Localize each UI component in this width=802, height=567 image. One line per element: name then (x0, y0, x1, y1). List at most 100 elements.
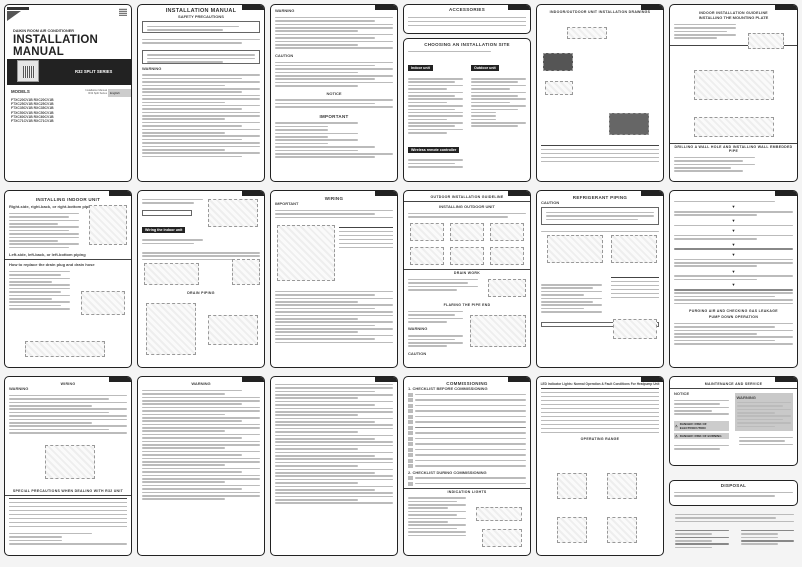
model-item: FTXC35CV1B RXC35CV1B (11, 106, 54, 111)
indoor-guideline-page: INDOOR INSTALLATION GUIDELINE INSTALLING… (669, 4, 798, 182)
outdoor-unit-diagram (609, 113, 649, 135)
outdoor-unit-label: Outdoor unit (471, 65, 499, 72)
purging-page: ▼ ▼ ▼ ▼ ▼ ▼ ▼ PURGING AIR AND CHECKING G… (669, 190, 798, 368)
installing-indoor-page: INSTALLING INDOOR UNIT Right-side, right… (4, 190, 132, 368)
checklist-item[interactable] (408, 414, 526, 419)
clearance-diagram-2 (450, 223, 484, 241)
flaring-caution: CAUTION (408, 350, 427, 356)
warning-heading: WARNING (275, 8, 295, 13)
checklist-item[interactable] (408, 481, 526, 486)
checklist-item[interactable] (408, 409, 526, 413)
qr-code-icon (17, 60, 39, 82)
checklist-item[interactable] (408, 403, 526, 408)
checklist-item[interactable] (408, 436, 526, 441)
indoor-guideline-title: INDOOR INSTALLATION GUIDELINE (699, 11, 768, 15)
wiring-label-box (142, 209, 193, 216)
safety-title: INSTALLATION MANUAL (165, 8, 237, 14)
drain-hose-diagram (146, 303, 196, 355)
drain-plug-diagram (81, 291, 125, 315)
flare-dimension-diagram (470, 315, 526, 347)
led-operating-range-page: LED Indicator Lights: Normal Operation &… (536, 376, 664, 556)
danger-burning: ⚠DANGER: RISK OF BURNING (674, 432, 729, 439)
refrigerant-title: REFRIGERANT PIPING (572, 195, 628, 200)
insulation-diagram (543, 53, 573, 71)
special-precautions-title: SPECIAL PRECAUTIONS WHEN DEALING WITH R3… (12, 489, 124, 493)
maintenance-warning: WARNING (736, 395, 756, 400)
wrench-diagram (613, 319, 657, 339)
clearance-diagram-6 (490, 247, 524, 265)
safety-continued-page: WARNING CAUTION NOTICE IMPORTANT (270, 4, 398, 182)
cover-title: INSTALLATION MANUAL (13, 34, 99, 58)
maintenance-page: MAINTENANCE AND SERVICE NOTICE ⚠DANGER: … (669, 376, 798, 466)
language-selector[interactable]: English (108, 89, 131, 97)
checklist-item[interactable] (408, 420, 526, 424)
important-heading: IMPORTANT (319, 113, 349, 119)
checklist-item[interactable] (408, 425, 526, 430)
operating-range-title: OPERATING RANGE (580, 437, 620, 441)
bent-pipe-diagram (232, 259, 260, 285)
series-label: R32 SPLIT SERIES (75, 69, 113, 74)
drain-socket-diagram (488, 279, 526, 297)
drain-plug-label: How to replace the drain plug and drain … (9, 262, 95, 268)
plate-dimensions-diagram (694, 70, 774, 100)
cover-kicker: DAIKIN ROOM AIR CONDITIONER (13, 29, 75, 33)
accessories-page: ACCESSORIES (403, 4, 531, 34)
wiring2-title: WIRING (60, 382, 76, 386)
valve-diagram (547, 235, 603, 263)
danger-electrocution: ⚠DANGER: RISK OF ELECTROCUTION (674, 420, 729, 431)
clearance-diagram-3 (490, 223, 524, 241)
checklist-item[interactable] (408, 442, 526, 446)
contact-block (671, 510, 798, 552)
mounting-plate-subtitle: INSTALLING THE MOUNTING PLATE (698, 15, 769, 20)
drawings-title: INDOOR/OUTDOOR UNIT INSTALLATION DRAWING… (549, 10, 651, 14)
plate-dimensions-diagram-2 (694, 117, 774, 137)
refrigerant-piping-page: REFRIGERANT PIPING CAUTION (536, 190, 664, 368)
checklist-item[interactable] (408, 453, 526, 457)
model-item: FTXC71CV1B RXC71CV1B (11, 119, 54, 124)
led-title: LED Indicator Lights: Normal Operation &… (540, 382, 660, 386)
checklist-item[interactable] (408, 476, 526, 480)
checklist-item[interactable] (408, 398, 526, 402)
installation-drawings-page: INDOOR/OUTDOOR UNIT INSTALLATION DRAWING… (536, 4, 664, 182)
drain-slope-diagram (208, 315, 258, 345)
safety-page: INSTALLATION MANUAL SAFETY PRECAUTIONS W… (137, 4, 265, 182)
left-piping-label: Left-side, left-back, or left-bottom pip… (9, 252, 86, 258)
model-item: FTXC60CV1B RXC60CV1B (11, 114, 54, 119)
wireless-remote-label: Wireless remote controller (408, 146, 460, 153)
mounting-plate-diagram (748, 33, 784, 49)
heating-range-chart (607, 473, 637, 499)
wiring-diagram (277, 225, 335, 281)
indoor-continued-page: Wiring the indoor unit DRAIN PIPING (137, 190, 265, 368)
indoor-unit-label: Indoor unit (408, 65, 433, 72)
right-piping-label: Right-side, right-back, or right-bottom … (9, 204, 95, 209)
wiring-title: WIRING (324, 196, 344, 201)
language-label: Installation Manual R32 Split Series (85, 89, 107, 95)
clearance-diagram-5 (450, 247, 484, 265)
safety-subtitle: SAFETY PRECAUTIONS (178, 14, 224, 19)
right-piping-diagram (89, 205, 127, 245)
heating-range-chart-2 (607, 517, 637, 543)
checklist-item[interactable] (408, 447, 526, 452)
model-item: FTXC50CV1B RXC50CV1B (11, 110, 54, 115)
wiring-important-label: IMPORTANT (275, 201, 299, 206)
model-item: FTXC25CV1B RXC25CV1B (11, 102, 54, 107)
checklist-item[interactable] (408, 431, 526, 435)
model-list: FTXC20CV1B RXC20CV1B FTXC25CV1B RXC25CV1… (11, 98, 54, 123)
checklist-item[interactable] (408, 458, 526, 463)
purging-title: PURGING AIR AND CHECKING GAS LEAKAGE (689, 309, 778, 314)
checklist-item[interactable] (408, 464, 526, 468)
installing-outdoor-subtitle: INSTALLING OUTDOOR UNIT (439, 204, 495, 209)
models-heading: MODELS (11, 89, 30, 94)
indication-lights-title: INDICATION LIGHTS (447, 489, 487, 494)
r32-notes-page: WARNING (137, 376, 265, 556)
flaring-warning: WARNING (408, 326, 428, 332)
drain-piping-title: DRAIN PIPING (187, 291, 215, 295)
accessories-title: ACCESSORIES (448, 7, 486, 12)
installation-site-page: CHOOSING AN INSTALLATION SITE Indoor uni… (403, 38, 531, 182)
checklist-item[interactable] (408, 392, 526, 397)
model-code-icon (119, 8, 127, 16)
caution-heading: CAUTION (275, 52, 294, 58)
earth-wiring-diagram (45, 445, 95, 479)
flaring-title: FLARING THE PIPE END (443, 303, 491, 307)
refrigerant-caution: CAUTION (541, 200, 560, 205)
